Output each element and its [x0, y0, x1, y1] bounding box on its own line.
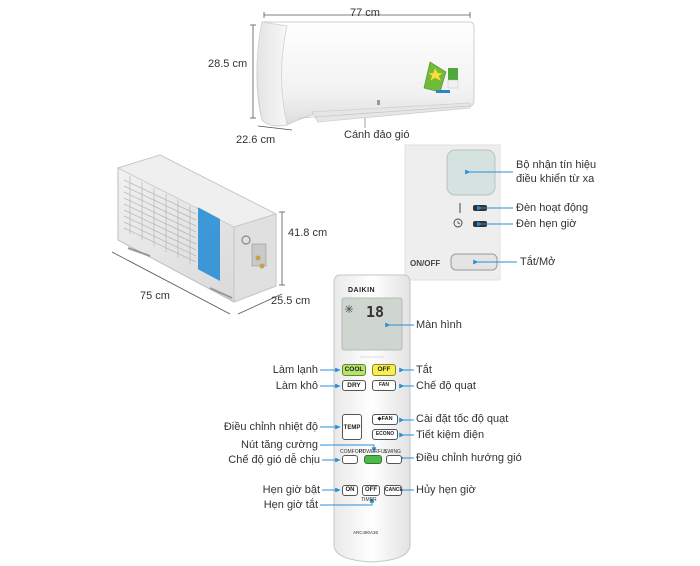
indoor-width-label: 77 cm: [350, 7, 380, 19]
temp-button[interactable]: TEMP: [342, 414, 362, 440]
dry-label: Làm khô: [275, 380, 318, 392]
econo-button[interactable]: ECONO: [372, 429, 398, 440]
powerful-button[interactable]: [364, 455, 382, 464]
fan-only-label: Chế độ quạt: [416, 380, 476, 392]
snowflake-icon: [345, 305, 353, 313]
timer-on-button[interactable]: ON: [342, 485, 358, 496]
energy-label-icon: [423, 61, 459, 93]
display-label: Màn hình: [416, 319, 462, 331]
remote-model: ARC480A36: [353, 530, 379, 535]
cancel-button[interactable]: CANCEL: [384, 485, 402, 496]
swing-button[interactable]: [386, 455, 402, 464]
cool-button[interactable]: COOL: [342, 364, 366, 376]
remote-display-temp: 18: [366, 303, 385, 321]
fan-speed-label: Cài đặt tốc độ quạt: [416, 413, 509, 425]
outdoor-unit: [116, 154, 278, 303]
indoor-panel-closeup: [404, 144, 501, 281]
timer-off-button[interactable]: OFF: [362, 485, 380, 496]
timer-caption: TIMER: [361, 497, 377, 503]
comfort-label: Chế độ gió dễ chịu: [228, 454, 320, 466]
remote-brand: DAIKIN: [348, 287, 376, 294]
operation-lamp-label: Đèn hoạt động: [516, 202, 589, 214]
remote-display: [341, 297, 403, 351]
temp-label: Điều chỉnh nhiệt độ: [223, 421, 318, 433]
fan-speed-button[interactable]: ◆FAN: [372, 414, 398, 425]
indoor-height-label: 28.5 cm: [208, 58, 248, 70]
indoor-depth-label: 22.6 cm: [236, 134, 276, 146]
outdoor-height-label: 41.8 cm: [288, 227, 328, 239]
timer-off-label: Hẹn giờ tắt: [263, 499, 318, 511]
powerful-caption: POWERFUL: [359, 449, 388, 455]
comfort-button[interactable]: [342, 455, 358, 464]
outdoor-depth-label: 25.5 cm: [271, 295, 311, 307]
swing-label: Điều chỉnh hướng gió: [416, 452, 522, 464]
cool-label: Làm lạnh: [272, 364, 318, 376]
fan-only-button[interactable]: FAN ONLY: [372, 380, 396, 391]
cancel-label: Hủy hẹn giờ: [416, 484, 476, 496]
clock-icon: [453, 218, 463, 228]
off-button[interactable]: OFF: [372, 364, 396, 376]
powerful-label: Nút tăng cường: [241, 439, 318, 451]
louver-label: Cánh đảo gió: [344, 129, 410, 141]
receiver-label: Bộ nhận tín hiệu điều khiển từ xa: [516, 159, 597, 185]
swing-caption: SWING: [384, 449, 401, 455]
outdoor-width-label: 75 cm: [140, 290, 170, 302]
onoff-desc-label: Tắt/Mở: [520, 256, 556, 268]
off-label: Tắt: [416, 364, 432, 376]
comfort-caption: COMFORT: [340, 449, 366, 455]
outdoor-brand-panel: [198, 207, 220, 281]
timer-on-label: Hẹn giờ bật: [262, 484, 320, 496]
timer-lamp-label: Đèn hẹn giờ: [516, 218, 577, 230]
dry-button[interactable]: DRY: [342, 380, 366, 391]
indoor-unit: [256, 21, 475, 127]
econo-label: Tiết kiệm điện: [416, 429, 485, 441]
onoff-panel-text: ON/OFF: [410, 259, 441, 268]
daikin-logo-icon: [436, 90, 450, 93]
